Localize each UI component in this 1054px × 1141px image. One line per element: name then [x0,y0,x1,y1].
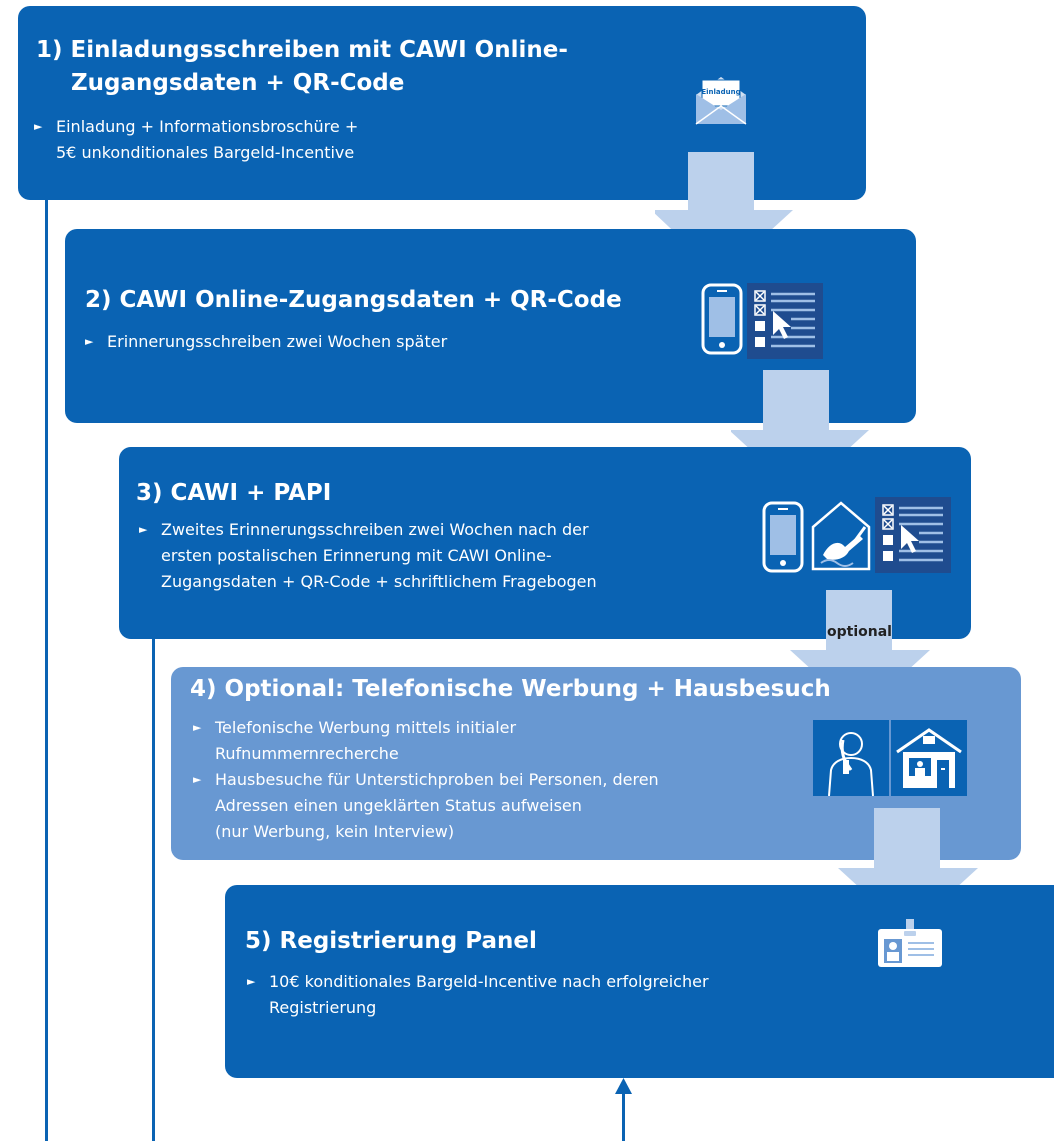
step-3-bullet-line3: Zugangsdaten + QR-Code + schriftlichem F… [161,572,597,591]
step-3-bullet: Zweites Erinnerungsschreiben zwei Wochen… [139,517,597,595]
step-1-bullet-line2: 5€ unkonditionales Bargeld-Incentive [56,143,355,162]
step-5-box: 5) Registrierung Panel 10€ konditionales… [225,885,1054,1078]
step-3-bullet-line1: Zweites Erinnerungsschreiben zwei Wochen… [161,520,589,539]
step-4-bullet-1-line1: Telefonische Werbung mittels initialer [215,718,517,737]
step-4-bullet-2-line3: (nur Werbung, kein Interview) [215,822,455,841]
step-4-bullet-2-line1: Hausbesuche für Unterstichproben bei Per… [215,770,659,789]
handwriting-icon [811,501,871,571]
step-1-title-line1: 1) Einladungsschreiben mit CAWI Online- [36,37,568,63]
step-1-bullet-line1: Einladung + Informationsbroschüre + [56,117,359,136]
step-1-bullets: Einladung + Informationsbroschüre + 5€ u… [34,114,358,166]
online-questionnaire-icon [747,283,823,359]
step-4-title: 4) Optional: Telefonische Werbung + Haus… [190,676,831,702]
feedback-line-middle [152,639,155,1141]
step-4-bullet-2: Hausbesuche für Unterstichproben bei Per… [193,767,659,845]
online-questionnaire-icon [875,497,951,573]
step-5-bullet-line1: 10€ konditionales Bargeld-Incentive nach… [269,972,709,991]
step-4-bullet-1: Telefonische Werbung mittels initialer R… [193,715,659,767]
step-3-bullets: Zweites Erinnerungsschreiben zwei Wochen… [139,517,597,595]
step-2-bullets: Erinnerungsschreiben zwei Wochen später [85,329,447,355]
feedback-arrow-up [615,1078,632,1141]
step-5-title: 5) Registrierung Panel [245,928,537,954]
step-2-title: 2) CAWI Online-Zugangsdaten + QR-Code [85,287,622,313]
step-4-bullet-2-line2: Adressen einen ungeklärten Status aufwei… [215,796,582,815]
step-4-bullet-1-line2: Rufnummernrecherche [215,744,399,763]
step-1-box: 1) Einladungsschreiben mit CAWI Online- … [18,6,866,200]
feedback-line-left [45,200,48,1141]
step-1-bullet: Einladung + Informationsbroschüre + 5€ u… [34,114,358,166]
id-badge-icon [878,919,942,967]
optional-label: optional [827,624,892,640]
smartphone-icon [701,283,743,355]
step-4-bullets: Telefonische Werbung mittels initialer R… [193,715,659,845]
envelope-icon: Einladung [695,75,747,125]
step-1-title: 1) Einladungsschreiben mit CAWI Online- … [36,34,568,100]
step-2-box: 2) CAWI Online-Zugangsdaten + QR-Code Er… [65,229,916,423]
house-visit-icon [891,720,967,796]
step-2-bullet: Erinnerungsschreiben zwei Wochen später [85,329,447,355]
step-5-bullet-line2: Registrierung [269,998,377,1017]
step-5-bullet: 10€ konditionales Bargeld-Incentive nach… [247,969,709,1021]
phone-call-icon [813,720,889,796]
step-5-bullets: 10€ konditionales Bargeld-Incentive nach… [247,969,709,1021]
envelope-icon-label: Einladung [701,88,740,96]
smartphone-icon [762,501,804,573]
step-3-title: 3) CAWI + PAPI [136,480,332,506]
step-1-title-line2: Zugangsdaten + QR-Code [71,70,405,96]
flow-arrow-4-5 [838,808,978,932]
step-3-bullet-line2: ersten postalischen Erinnerung mit CAWI … [161,546,552,565]
flow-arrow-3-4 [790,590,930,714]
